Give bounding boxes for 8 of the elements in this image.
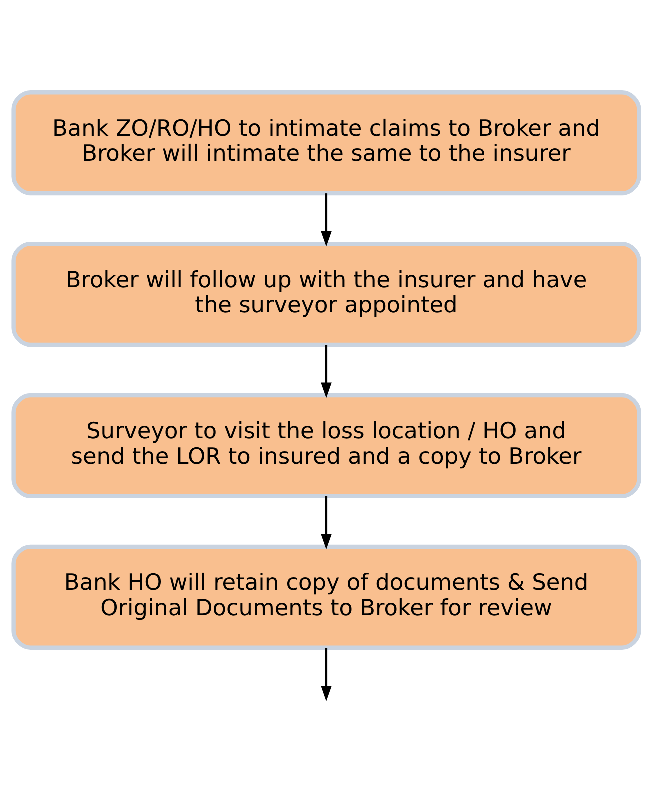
arrow [321, 496, 332, 550]
node-box: Surveyor to visit the loss location / HO and send the LOR to insured and a copy to Broker [12, 392, 642, 498]
arrow [321, 193, 332, 246]
arrow [321, 344, 332, 398]
node-box: Bank HO will retain copy of documents & Send Original Documents to Broker for review [12, 544, 642, 650]
node-box: Broker will follow up with the insurer and have the surveyor appointed [12, 241, 642, 347]
node-box: Bank ZO/RO/HO to intimate claims to Broker and Broker will intimate the same to the insurer [12, 90, 642, 196]
arrow [321, 648, 332, 701]
